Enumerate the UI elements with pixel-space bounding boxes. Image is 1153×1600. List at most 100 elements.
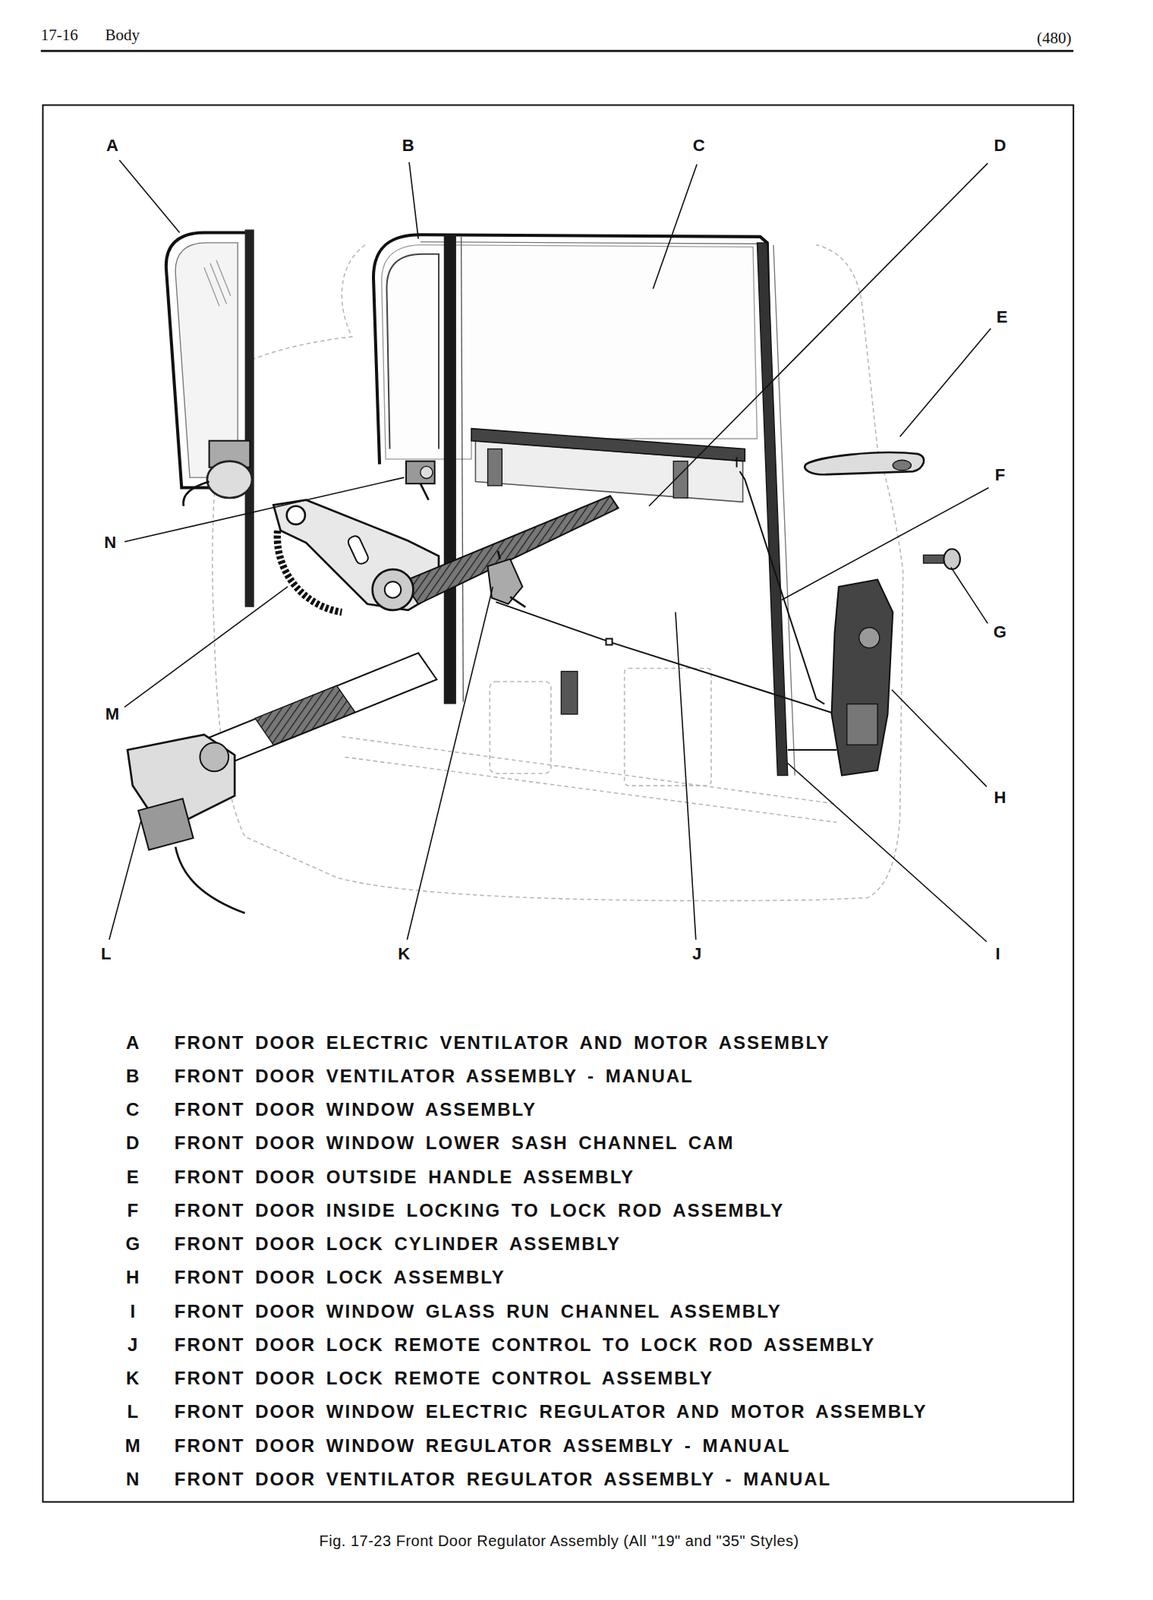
callout-letter: B xyxy=(400,136,416,155)
legend-key: H xyxy=(126,1267,139,1288)
sash-channel-cam-part xyxy=(471,428,745,462)
lock-rods-part xyxy=(787,749,838,751)
sash-channel-cam xyxy=(471,428,745,503)
leader-line-part xyxy=(109,821,142,940)
legend-description: FRONT DOOR WINDOW ASSEMBLY xyxy=(174,1099,537,1120)
ventilator-regulator-part xyxy=(420,483,429,501)
legend-description: FRONT DOOR WINDOW REGULATOR ASSEMBLY - M… xyxy=(174,1435,791,1456)
legend-key: A xyxy=(126,1033,139,1053)
leader-line-part xyxy=(891,689,987,788)
legend-description: FRONT DOOR WINDOW LOWER SASH CHANNEL CAM xyxy=(174,1133,735,1153)
page-folio: (480) xyxy=(1036,30,1072,48)
callout-letter: H xyxy=(992,788,1008,807)
window-frame xyxy=(373,234,776,704)
door-outline-part xyxy=(624,667,712,786)
page-number: 17-16 xyxy=(40,27,79,45)
electric-window-regulator-part xyxy=(199,743,229,772)
callout-letter: N xyxy=(102,533,118,552)
outside-handle xyxy=(804,452,924,475)
electric-window-regulator-part xyxy=(138,798,193,851)
leader-line-part xyxy=(787,762,987,942)
legend-key: I xyxy=(129,1301,136,1321)
sash-channel-cam-part xyxy=(488,448,503,486)
figure-frame xyxy=(42,104,1074,1502)
remote-control-part xyxy=(488,559,523,605)
remote-control-part xyxy=(497,551,501,560)
legend-key: C xyxy=(126,1099,139,1120)
ventilator-regulator-part xyxy=(406,461,435,485)
legend-description: FRONT DOOR WINDOW GLASS RUN CHANNEL ASSE… xyxy=(174,1301,782,1321)
callout-letter: K xyxy=(396,945,412,964)
callout-letter: M xyxy=(103,705,121,724)
leader-line-part xyxy=(119,160,180,233)
manual-window-regulator-part xyxy=(372,569,414,611)
lock-cylinder xyxy=(923,548,961,570)
electric-ventilator xyxy=(166,229,255,607)
lock-rods xyxy=(495,471,837,750)
inside-handle-bracket xyxy=(560,671,578,715)
legend-key: B xyxy=(126,1066,139,1087)
window-frame-part xyxy=(420,242,761,245)
lock-assembly-part xyxy=(831,579,894,776)
header-rule xyxy=(40,50,1074,53)
lock-assembly-part xyxy=(859,627,880,649)
glass-run-channel-part xyxy=(756,242,788,776)
leader-line-part xyxy=(900,328,992,437)
lock-rods-part xyxy=(740,471,826,704)
legend-key: K xyxy=(126,1368,139,1389)
legend-key: L xyxy=(126,1401,139,1422)
drawing xyxy=(40,50,1074,1503)
door-outline-part xyxy=(489,681,552,774)
callout-letter: F xyxy=(993,466,1007,485)
leader-line-part xyxy=(406,586,493,940)
legend-key: E xyxy=(126,1167,139,1188)
ventilator-regulator xyxy=(406,461,435,501)
electric-window-regulator xyxy=(127,652,437,914)
callout-letter: D xyxy=(992,136,1008,155)
remote-control-part xyxy=(510,596,526,607)
electric-ventilator-part xyxy=(183,481,210,506)
legend-description: FRONT DOOR LOCK REMOTE CONTROL ASSEMBLY xyxy=(174,1368,714,1389)
callout-letter: J xyxy=(690,945,703,964)
door-outline-part xyxy=(212,245,904,901)
leader-line xyxy=(109,160,991,942)
legend-description: FRONT DOOR WINDOW ELECTRIC REGULATOR AND… xyxy=(174,1401,928,1422)
lock-rods-part xyxy=(605,639,612,646)
legend-description: FRONT DOOR INSIDE LOCKING TO LOCK ROD AS… xyxy=(174,1200,785,1221)
leader-line-part xyxy=(675,612,697,941)
callout-letter: E xyxy=(995,308,1010,327)
figure-caption: Fig. 17-23 Front Door Regulator Assembly… xyxy=(319,1532,800,1550)
running-head: Body xyxy=(104,27,140,45)
electric-ventilator-part xyxy=(207,461,253,498)
lock-rods-part xyxy=(495,601,837,715)
legend-key: D xyxy=(126,1133,139,1153)
remote-control xyxy=(488,551,527,608)
legend-description: FRONT DOOR VENTILATOR ASSEMBLY - MANUAL xyxy=(174,1066,694,1087)
door-outline-part xyxy=(344,756,837,823)
leader-line-part xyxy=(124,586,288,708)
leader-line-part xyxy=(951,567,988,624)
window-frame-part xyxy=(444,234,457,704)
legend-key: G xyxy=(125,1234,140,1254)
sash-channel-cam-part xyxy=(736,456,738,467)
callout-letter: I xyxy=(994,945,1002,964)
door-outline-part xyxy=(341,737,837,805)
leader-line-part xyxy=(781,488,990,601)
ventilator-regulator-part xyxy=(420,466,433,479)
legend-key: M xyxy=(125,1435,141,1456)
lock-assembly-part xyxy=(847,704,878,746)
window-frame-part xyxy=(461,236,464,703)
manual-window-regulator xyxy=(273,495,618,612)
electric-window-regulator-part xyxy=(175,847,245,914)
window-frame-part xyxy=(386,254,439,450)
legend-key: N xyxy=(126,1469,139,1490)
outside-handle-part xyxy=(892,459,911,470)
electric-ventilator-part xyxy=(245,229,255,607)
legend-description: FRONT DOOR OUTSIDE HANDLE ASSEMBLY xyxy=(174,1167,635,1188)
legend-key: F xyxy=(126,1200,139,1221)
legend-description: FRONT DOOR ELECTRIC VENTILATOR AND MOTOR… xyxy=(174,1033,831,1053)
manual-window-regulator-part xyxy=(286,506,306,525)
leader-line-part xyxy=(652,163,697,289)
